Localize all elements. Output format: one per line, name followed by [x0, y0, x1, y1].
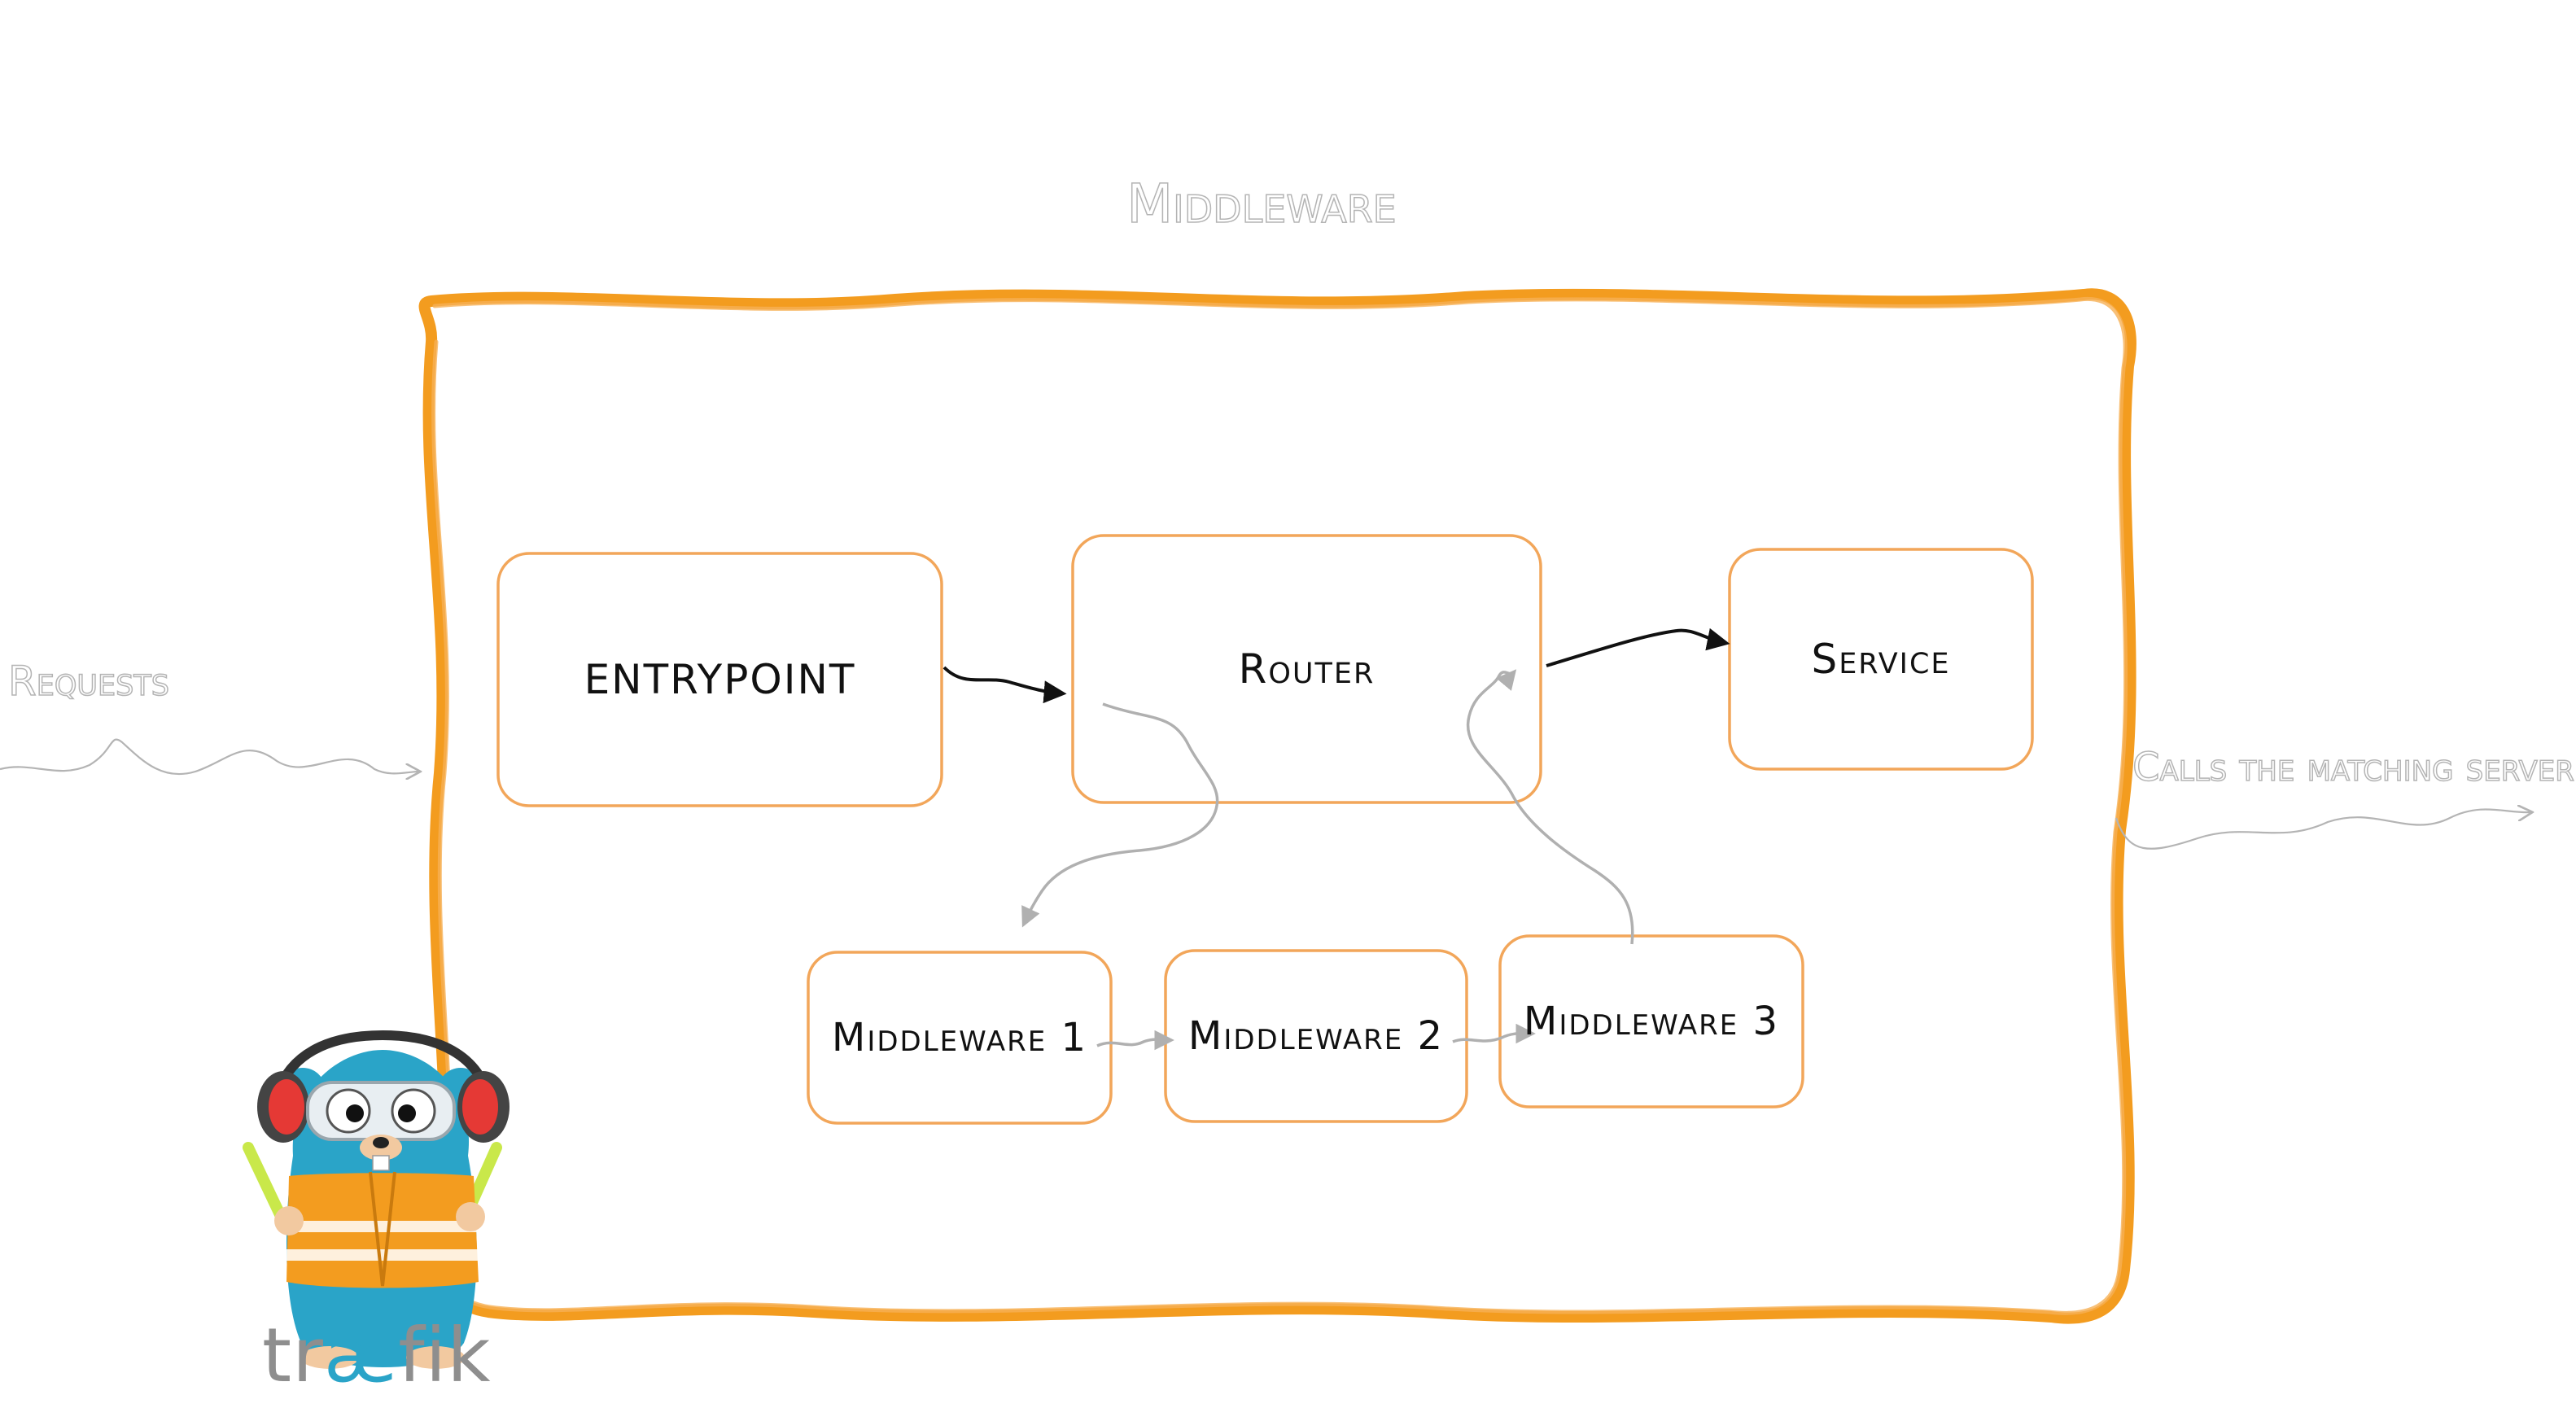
router-to-service-arrow: [1546, 627, 1730, 667]
middleware-1-box: [807, 951, 1113, 1125]
traefik-logo-part-start: tr: [262, 1312, 324, 1399]
router-to-middleware-1-arrow: [1021, 702, 1219, 928]
traefik-logo-part-end: fik: [398, 1312, 492, 1399]
requests-label: Requests: [7, 657, 169, 706]
router-label: Router: [1238, 645, 1375, 693]
middleware-3-label: Middleware 3: [1523, 999, 1780, 1044]
middleware-3-to-router-arrow: [1466, 669, 1634, 945]
calls-server-arrow: [2115, 809, 2531, 850]
entrypoint-box: [496, 552, 943, 807]
middleware-3-box: [1498, 934, 1804, 1108]
diagram-title: Middleware: [1126, 172, 1397, 236]
traefik-logo-part-ae: æ: [323, 1312, 399, 1399]
service-box: [1728, 548, 2034, 771]
service-label: Service: [1811, 636, 1951, 683]
router-box: [1071, 534, 1542, 804]
entrypoint-to-router-arrow: [942, 666, 1067, 704]
middleware-2-label: Middleware 2: [1187, 1013, 1445, 1059]
requests-arrow: [0, 738, 419, 775]
entrypoint-label: ENTRYPOINT: [584, 656, 856, 703]
calls-server-label: Calls the matching server: [2132, 744, 2574, 791]
middleware-2-to-3-arrow: [1452, 1023, 1536, 1044]
traefik-logo-wordmark: træfik: [262, 1312, 491, 1399]
middleware-1-label: Middleware 1: [831, 1015, 1088, 1060]
traefik-gopher-mascot: [243, 1030, 510, 1369]
middleware-1-to-2-arrow: [1096, 1030, 1174, 1051]
